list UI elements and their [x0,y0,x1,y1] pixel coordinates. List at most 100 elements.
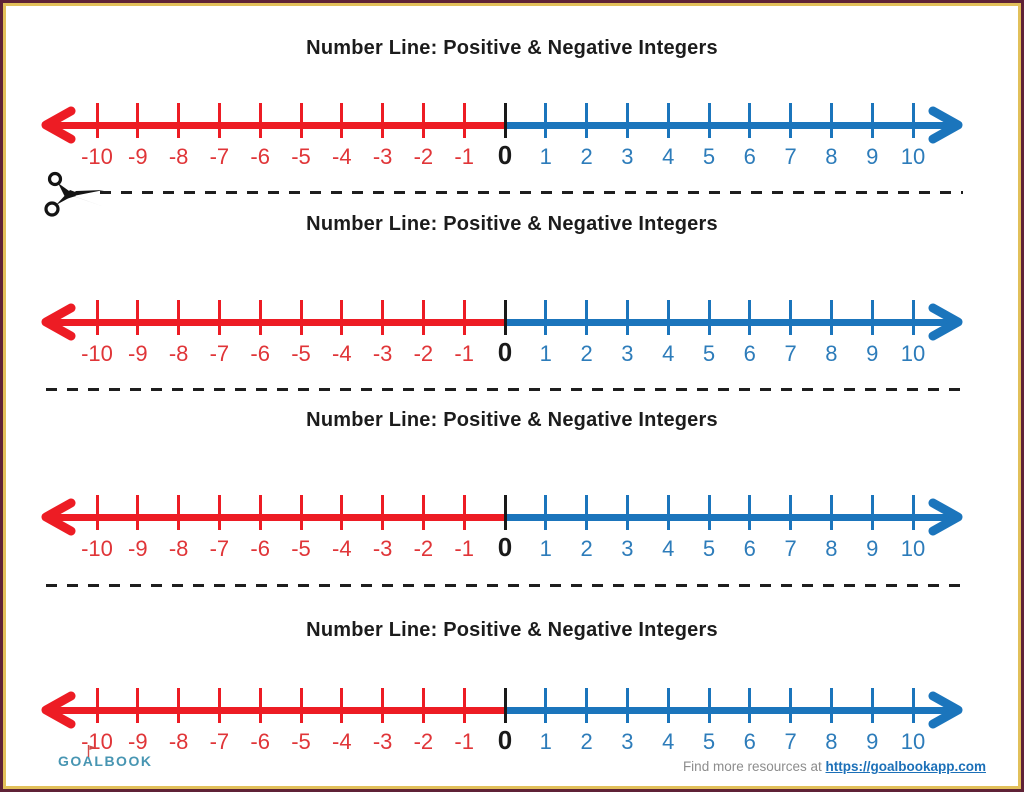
number-label--6: -6 [250,536,270,561]
number-label-7: 7 [784,341,797,366]
tick-mark--3 [381,103,385,138]
tick-mark-9 [870,688,874,723]
cut-line [100,191,963,194]
tick-mark-10 [911,688,915,723]
tick-mark-0 [503,103,507,138]
tick-mark--5 [299,103,303,138]
goalbookapp-link[interactable]: https://goalbookapp.com [825,759,987,774]
number-label-5: 5 [702,341,716,366]
number-label-10: 10 [900,341,926,366]
number-label--4: -4 [332,536,352,561]
positive-line-segment [505,514,953,521]
tick-mark-7 [789,300,793,335]
tick-mark-9 [870,300,874,335]
tick-mark--7 [217,688,221,723]
tick-mark--3 [381,495,385,530]
number-label-0: 0 [497,532,513,562]
number-label--10: -10 [81,729,113,754]
tick-mark-5 [707,495,711,530]
number-label-0: 0 [497,725,513,755]
number-label--8: -8 [168,729,189,754]
number-label--5: -5 [291,341,311,366]
tick-mark--1 [462,300,466,335]
number-label-6: 6 [743,341,756,366]
tick-mark--1 [462,103,466,138]
tick-mark--10 [95,300,99,335]
tick-mark-7 [789,103,793,138]
number-label--6: -6 [250,144,270,169]
tick-mark-0 [503,300,507,335]
number-label--4: -4 [332,729,352,754]
number-label--2: -2 [413,144,434,169]
number-label--7: -7 [209,341,230,366]
number-label--3: -3 [372,144,393,169]
tick-mark-3 [625,103,629,138]
number-label-10: 10 [900,536,926,561]
number-label-7: 7 [784,536,797,561]
number-label-1: 1 [539,341,552,366]
number-label--2: -2 [413,341,434,366]
tick-mark--2 [421,300,425,335]
tick-mark--1 [462,495,466,530]
number-label-5: 5 [702,729,716,754]
tick-mark-1 [544,688,548,723]
negative-line-segment [54,707,505,714]
number-label--2: -2 [413,536,434,561]
right-arrowhead-icon [928,303,963,341]
number-label--4: -4 [332,144,352,169]
left-arrowhead-icon [41,106,76,144]
positive-line-segment [505,319,953,326]
tick-mark--3 [381,688,385,723]
tick-mark-9 [870,495,874,530]
number-label--5: -5 [291,729,311,754]
tick-mark--9 [136,103,140,138]
number-label--1: -1 [454,729,474,754]
tick-mark-10 [911,495,915,530]
tick-mark-7 [789,688,793,723]
tick-mark--5 [299,300,303,335]
number-label-5: 5 [702,536,716,561]
number-label-0: 0 [497,337,513,367]
tick-mark-8 [829,688,833,723]
number-label--9: -9 [128,144,148,169]
cut-line [46,388,963,391]
number-label-5: 5 [702,144,716,169]
number-label-2: 2 [580,144,593,169]
number-label-1: 1 [539,144,552,169]
number-label--8: -8 [168,341,189,366]
tick-mark--10 [95,688,99,723]
tick-mark-6 [748,103,752,138]
number-label-3: 3 [621,536,634,561]
footer-resources: Find more resources at https://goalbooka… [683,759,986,774]
tick-mark-1 [544,495,548,530]
tick-mark-2 [585,495,589,530]
tick-mark--8 [177,103,181,138]
goalbook-logo-text: GOALBOOK [58,753,153,769]
tick-mark--5 [299,495,303,530]
number-label-4: 4 [662,729,675,754]
number-label--3: -3 [372,536,393,561]
number-label--2: -2 [413,729,434,754]
tick-mark--9 [136,300,140,335]
number-label-0: 0 [497,140,513,170]
number-label-7: 7 [784,144,797,169]
tick-mark--10 [95,495,99,530]
right-arrowhead-icon [928,498,963,536]
tick-mark-7 [789,495,793,530]
tick-mark--1 [462,688,466,723]
number-label-6: 6 [743,144,756,169]
tick-mark-4 [666,688,670,723]
number-label--7: -7 [209,144,230,169]
number-label--3: -3 [372,341,393,366]
number-label--10: -10 [81,536,113,561]
number-label--5: -5 [291,536,311,561]
tick-mark-8 [829,103,833,138]
number-label--7: -7 [209,729,230,754]
number-label--8: -8 [168,144,189,169]
left-arrowhead-icon [41,303,76,341]
tick-mark-8 [829,300,833,335]
tick-mark--7 [217,495,221,530]
